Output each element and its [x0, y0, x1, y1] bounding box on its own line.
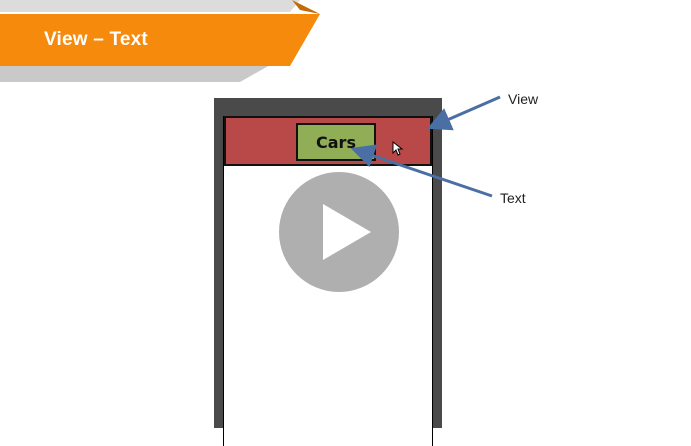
text-annotation-label: Text — [500, 190, 526, 206]
slide-title-banner: View – Text — [0, 0, 340, 90]
mouse-pointer-icon — [392, 141, 404, 156]
text-arrow — [350, 144, 493, 198]
phone-mockup: Cars — [214, 98, 442, 446]
play-icon — [323, 204, 371, 260]
annotation-arrows — [350, 95, 501, 198]
view-container: Cars — [224, 116, 432, 166]
play-button[interactable] — [278, 171, 400, 293]
slide-title: View – Text — [44, 29, 148, 50]
view-arrow — [426, 95, 501, 131]
banner-shape — [0, 0, 320, 82]
view-annotation-label: View — [508, 91, 539, 107]
